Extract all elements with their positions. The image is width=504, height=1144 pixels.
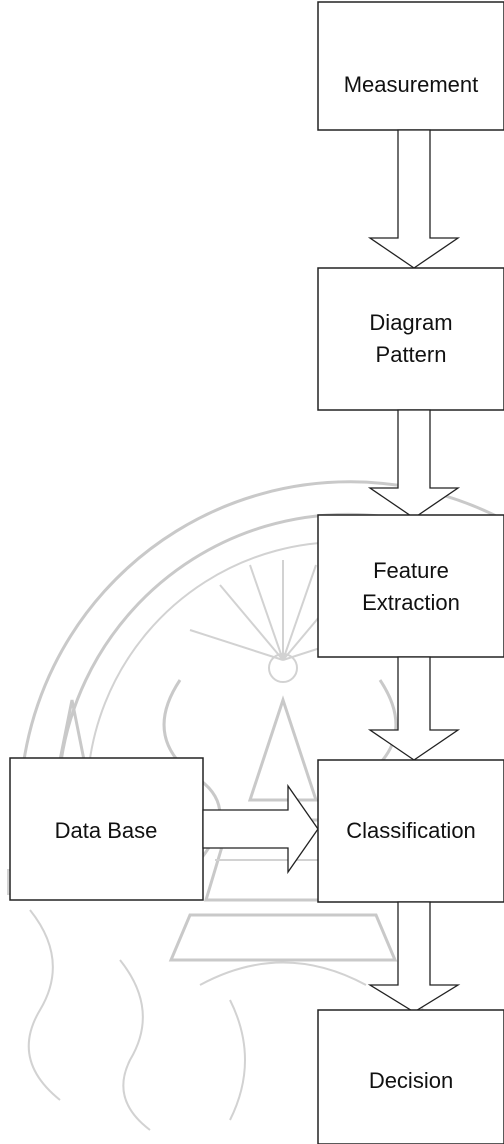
arrow-feature-to-classification	[367, 656, 461, 761]
data-base-block: Data Base	[9, 757, 204, 901]
arrow-classification-to-decision	[367, 901, 461, 1013]
measurement-block: Measurement	[317, 1, 504, 131]
data-base-label: Data Base	[55, 818, 158, 843]
classification-label: Classification	[346, 818, 476, 843]
feature-extraction-label-line1: Feature	[373, 558, 449, 583]
feature-extraction-block: Feature Extraction	[317, 514, 504, 658]
feature-extraction-box	[317, 514, 504, 658]
watermark-left-flourish	[119, 679, 246, 1131]
arrow-measurement-to-pattern	[367, 129, 461, 269]
diagram-pattern-box	[317, 267, 504, 411]
measurement-label: Measurement	[344, 72, 479, 97]
classification-block: Classification	[317, 759, 504, 903]
feature-extraction-label-line2: Extraction	[362, 590, 460, 615]
decision-label: Decision	[369, 1068, 453, 1093]
watermark-sunburst	[189, 560, 377, 683]
classification-box	[317, 759, 504, 903]
decision-box	[317, 1009, 504, 1144]
arrow-database-to-classification	[202, 783, 319, 875]
decision-block: Decision	[317, 1009, 504, 1144]
diagram-pattern-label-line2: Pattern	[376, 342, 447, 367]
measurement-box	[317, 1, 504, 131]
arrow-pattern-to-feature	[367, 409, 461, 519]
diagram-pattern-label-line1: Diagram	[369, 310, 452, 335]
data-base-box	[9, 757, 204, 901]
diagram-pattern-block: Diagram Pattern	[317, 267, 504, 411]
